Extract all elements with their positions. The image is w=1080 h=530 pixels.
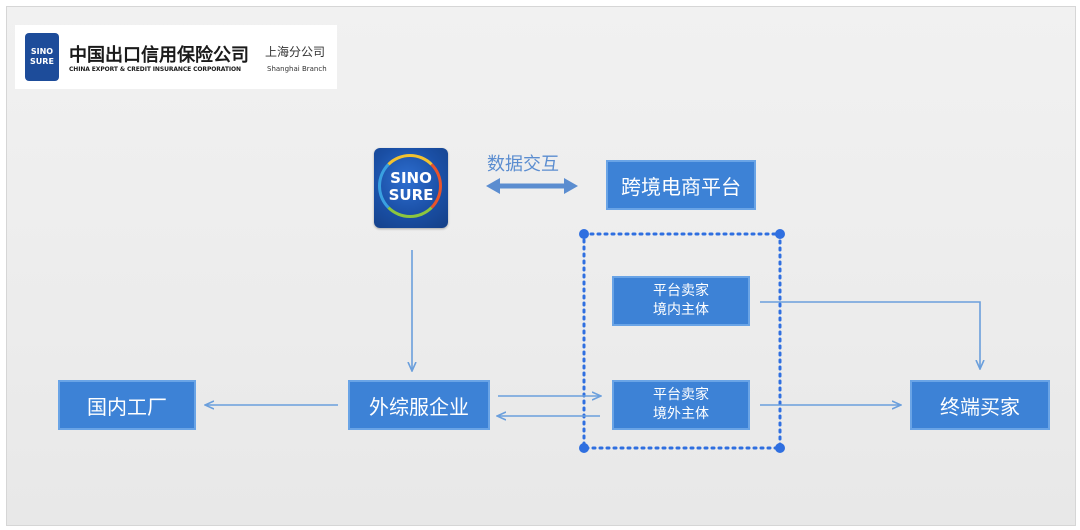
node-foreign-trade-service: 外综服企业 (348, 380, 490, 430)
node-label: 外综服企业 (369, 394, 469, 419)
seller-group-handle-tr (775, 229, 785, 239)
node-label-line2: 境外主体 (653, 406, 709, 422)
company-name-en: CHINA EXPORT & CREDIT INSURANCE CORPORAT… (69, 66, 241, 73)
sinosure-ring (378, 154, 442, 218)
company-name-cn: 中国出口信用保险公司 (69, 45, 249, 66)
arrow-domestic-seller-to-buyer (760, 301, 980, 368)
seller-group-handle-bl (579, 443, 589, 453)
data-exchange-label: 数据交互 (487, 154, 559, 175)
node-label: 国内工厂 (87, 394, 167, 419)
node-seller-overseas: 平台卖家 境外主体 (612, 380, 750, 430)
node-cross-border-platform: 跨境电商平台 (606, 160, 756, 210)
node-label-line1: 平台卖家 (653, 387, 709, 403)
seller-group-handle-br (775, 443, 785, 453)
data-exchange-arrow (486, 178, 578, 194)
node-domestic-factory: 国内工厂 (58, 380, 196, 430)
node-label-line1: 平台卖家 (653, 283, 709, 299)
node-seller-domestic: 平台卖家 境内主体 (612, 276, 750, 326)
node-end-buyer: 终端买家 (910, 380, 1050, 430)
branch-name-cn: 上海分公司 (265, 45, 326, 59)
seller-group-dotted-frame (582, 232, 782, 450)
node-label-line2: 境内主体 (653, 302, 709, 318)
branch-name-en: Shanghai Branch (267, 65, 327, 73)
node-label: 终端买家 (940, 394, 1020, 419)
node-label: 跨境电商平台 (621, 174, 741, 199)
seller-group-handle-tl (579, 229, 589, 239)
